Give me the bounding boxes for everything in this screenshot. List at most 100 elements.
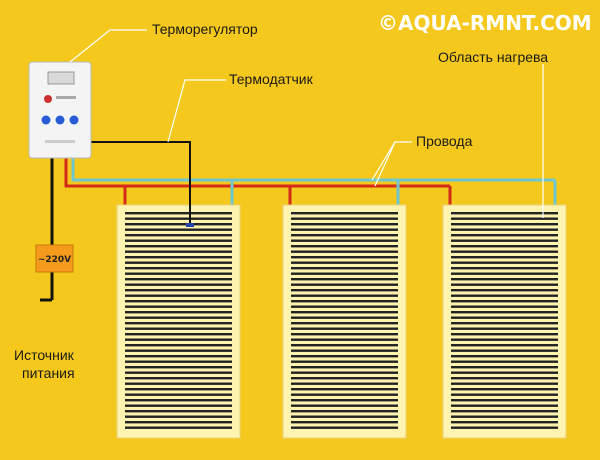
film-stripe bbox=[125, 426, 232, 429]
thermostat-brand-strip bbox=[45, 140, 75, 143]
film-stripe bbox=[125, 245, 232, 248]
film-stripe bbox=[291, 327, 398, 330]
film-stripe bbox=[125, 322, 232, 325]
film-stripe bbox=[291, 212, 398, 215]
film-stripe bbox=[451, 410, 558, 413]
film-stripe bbox=[451, 399, 558, 402]
brand-watermark: ©AQUA-RMNT.COM bbox=[378, 11, 592, 35]
film-3-stripes bbox=[451, 212, 558, 429]
film-stripe bbox=[451, 300, 558, 303]
film-stripe bbox=[451, 344, 558, 347]
sensor-tip bbox=[186, 223, 194, 227]
film-stripe bbox=[125, 217, 232, 220]
film-stripe bbox=[291, 283, 398, 286]
film-stripe bbox=[125, 410, 232, 413]
heating-film-2 bbox=[282, 204, 407, 439]
film-stripe bbox=[125, 404, 232, 407]
film-stripe bbox=[291, 245, 398, 248]
film-stripe bbox=[291, 344, 398, 347]
film-stripe bbox=[451, 261, 558, 264]
film-stripe bbox=[291, 316, 398, 319]
film-stripe bbox=[451, 393, 558, 396]
film-stripe bbox=[125, 305, 232, 308]
thermostat-label-strip bbox=[56, 96, 76, 99]
film-stripe bbox=[291, 426, 398, 429]
film-stripe bbox=[291, 289, 398, 292]
film-stripe bbox=[451, 294, 558, 297]
film-stripe bbox=[125, 371, 232, 374]
film-stripe bbox=[291, 410, 398, 413]
film-stripe bbox=[125, 300, 232, 303]
label-power-source-line1: Источник bbox=[14, 347, 75, 363]
film-stripe bbox=[451, 322, 558, 325]
film-stripe bbox=[451, 388, 558, 391]
film-stripe bbox=[291, 382, 398, 385]
film-stripe bbox=[125, 228, 232, 231]
film-stripe bbox=[451, 316, 558, 319]
film-stripe bbox=[451, 289, 558, 292]
film-stripe bbox=[125, 289, 232, 292]
film-stripe bbox=[125, 327, 232, 330]
film-stripe bbox=[125, 283, 232, 286]
film-stripe bbox=[291, 250, 398, 253]
label-heating-area: Область нагрева bbox=[438, 49, 548, 65]
film-stripe bbox=[125, 360, 232, 363]
film-stripe bbox=[125, 349, 232, 352]
film-stripe bbox=[451, 250, 558, 253]
film-stripe bbox=[451, 360, 558, 363]
thermostat-display bbox=[47, 71, 75, 85]
film-stripe bbox=[125, 382, 232, 385]
red-wire-main bbox=[64, 158, 450, 188]
film-stripe bbox=[451, 245, 558, 248]
film-stripe bbox=[451, 217, 558, 220]
film-stripe bbox=[125, 223, 232, 226]
film-stripe bbox=[451, 272, 558, 275]
film-stripe bbox=[125, 415, 232, 418]
film-stripe bbox=[291, 261, 398, 264]
film-stripe bbox=[451, 239, 558, 242]
heating-film-1 bbox=[116, 204, 241, 439]
film-stripe bbox=[125, 278, 232, 281]
film-stripe bbox=[291, 388, 398, 391]
film-stripe bbox=[125, 256, 232, 259]
label-thermostat: Терморегулятор bbox=[152, 21, 258, 37]
film-stripe bbox=[291, 404, 398, 407]
film-stripe bbox=[291, 217, 398, 220]
film-stripe bbox=[451, 366, 558, 369]
film-stripe bbox=[125, 294, 232, 297]
leader-wires-2 bbox=[374, 141, 396, 187]
film-stripe bbox=[291, 239, 398, 242]
film-stripe bbox=[451, 267, 558, 270]
film-stripe bbox=[125, 333, 232, 336]
film-stripe bbox=[291, 333, 398, 336]
film-stripe bbox=[451, 212, 558, 215]
film-stripe bbox=[125, 212, 232, 215]
film-stripe bbox=[451, 415, 558, 418]
film-stripe bbox=[291, 223, 398, 226]
label-wires: Провода bbox=[416, 133, 473, 149]
film-stripe bbox=[291, 234, 398, 237]
film-stripe bbox=[125, 366, 232, 369]
film-stripe bbox=[451, 256, 558, 259]
film-stripe bbox=[125, 421, 232, 424]
film-stripe bbox=[451, 234, 558, 237]
film-stripe bbox=[125, 234, 232, 237]
film-stripe bbox=[125, 338, 232, 341]
film-stripe bbox=[451, 327, 558, 330]
label-power-source-line2: питания bbox=[22, 365, 75, 381]
film-stripe bbox=[451, 283, 558, 286]
film-stripe bbox=[451, 355, 558, 358]
film-stripe bbox=[451, 333, 558, 336]
film-stripe bbox=[125, 399, 232, 402]
thermostat-button-2 bbox=[55, 115, 65, 125]
film-stripe bbox=[291, 272, 398, 275]
film-stripe bbox=[125, 250, 232, 253]
film-stripe bbox=[451, 371, 558, 374]
film-stripe bbox=[291, 305, 398, 308]
leader-thermostat bbox=[69, 29, 147, 63]
film-stripe bbox=[291, 399, 398, 402]
thermostat-power-button bbox=[44, 95, 52, 103]
film-stripe bbox=[291, 294, 398, 297]
